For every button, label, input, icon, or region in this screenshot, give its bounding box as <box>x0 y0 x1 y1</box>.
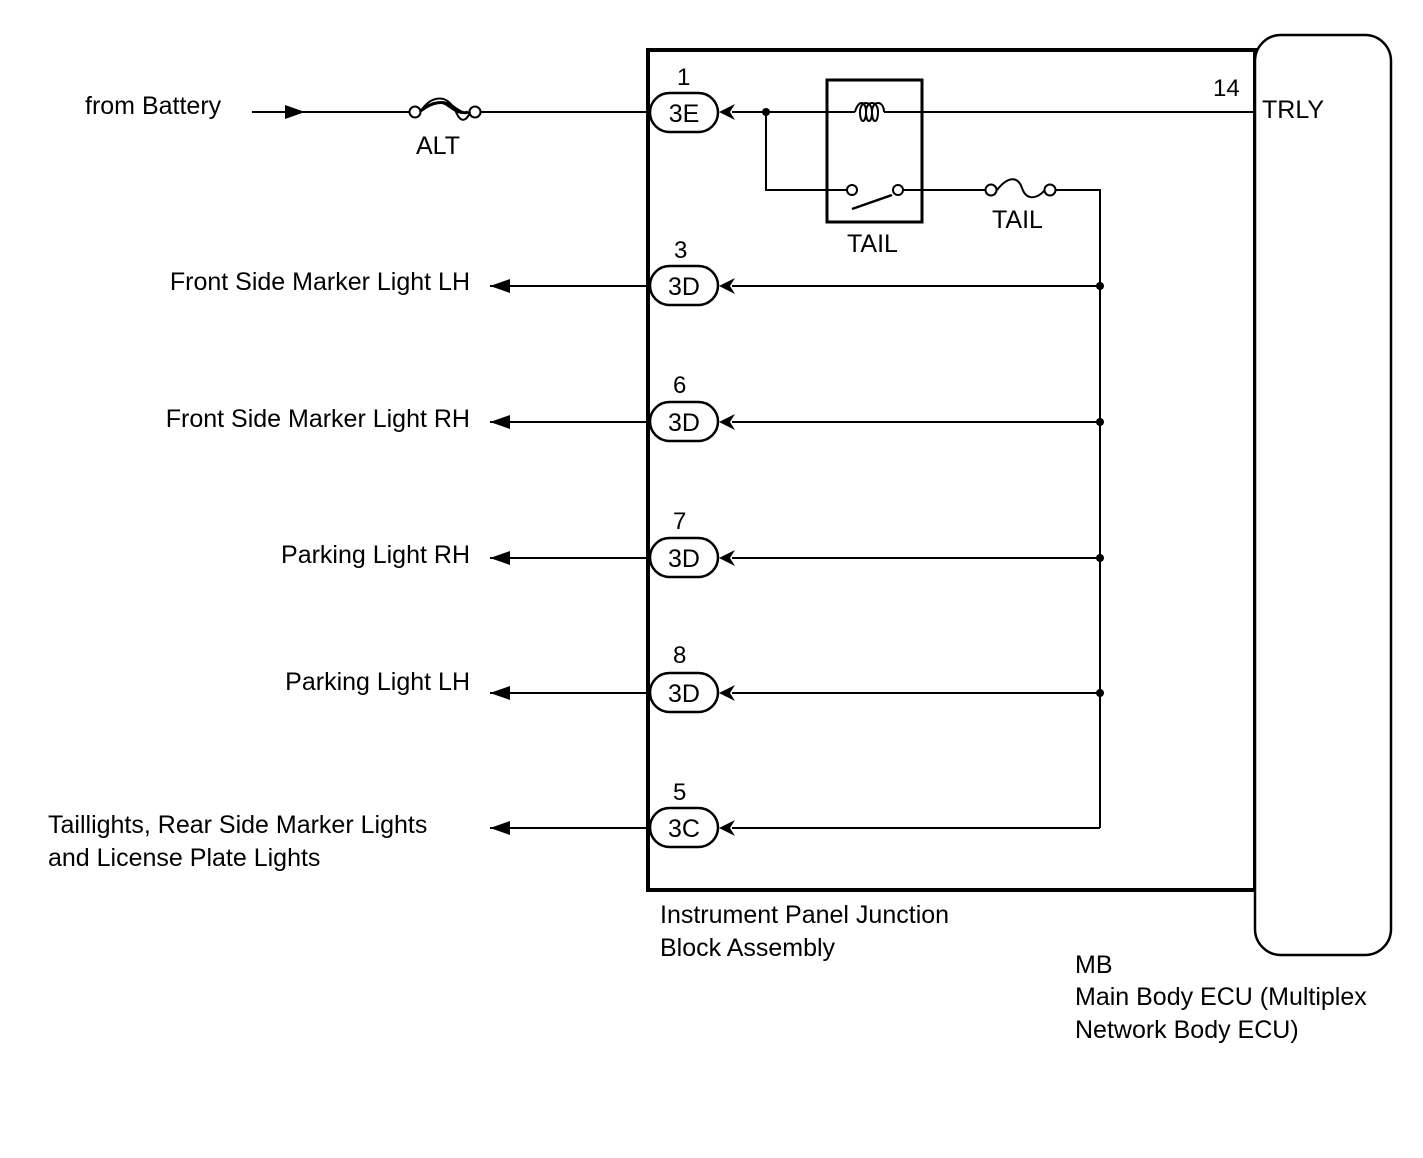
junction-block-outline <box>646 48 1257 892</box>
source-label: from Battery <box>85 92 222 120</box>
connector-3e-terminal <box>719 104 735 120</box>
connector-3e <box>648 91 720 134</box>
pin-8-label: 8 <box>673 642 686 669</box>
pin-1-label: 1 <box>677 64 690 91</box>
output-label: Parking Light RH <box>281 541 470 569</box>
svg-text:3D: 3D <box>668 273 700 301</box>
svg-text:3C: 3C <box>668 815 700 843</box>
tail-bus-wire <box>1056 189 1101 828</box>
pin-14-label: 14 <box>1213 75 1240 102</box>
output-taillights: Taillights, Rear Side Marker Lights and … <box>48 779 1100 872</box>
battery-arrow <box>285 105 305 119</box>
switch-feed-wire <box>765 112 848 191</box>
pin-7-label: 7 <box>673 508 686 535</box>
alt-fuse-label: ALT <box>416 132 460 160</box>
ecu-outline <box>1253 33 1393 957</box>
tail-relay <box>825 78 924 224</box>
svg-text:3D: 3D <box>668 545 700 573</box>
tail-fuse <box>984 178 1057 199</box>
output-label-line2: and License Plate Lights <box>48 844 320 872</box>
relay-coil-icon <box>854 102 885 122</box>
output-label: Parking Light LH <box>285 668 470 696</box>
output-front-side-marker-rh: Front Side Marker Light RH 6 3D <box>166 372 1104 443</box>
output-label: Front Side Marker Light LH <box>170 268 470 296</box>
ecu-label-line2: Network Body ECU) <box>1075 1016 1299 1044</box>
output-front-side-marker-lh: Front Side Marker Light LH 3 3D <box>170 237 1104 307</box>
ecu-label-line1: Main Body ECU (Multiplex <box>1075 983 1367 1011</box>
output-label: Front Side Marker Light RH <box>166 405 470 433</box>
connector-3e-code: 3E <box>669 100 700 128</box>
tail-relay-label: TAIL <box>847 230 898 258</box>
svg-text:3D: 3D <box>668 409 700 437</box>
tail-fuse-label: TAIL <box>992 206 1043 234</box>
pin-6-label: 6 <box>673 372 686 399</box>
junction-block-label-line2: Block Assembly <box>660 934 836 962</box>
relay-switch-icon <box>846 184 904 211</box>
output-parking-light-lh: Parking Light LH 8 3D <box>285 642 1104 714</box>
alt-fuse <box>408 97 482 121</box>
pin-3-label: 3 <box>674 237 687 264</box>
pin-5-label: 5 <box>673 779 686 806</box>
output-parking-light-rh: Parking Light RH 7 3D <box>281 508 1104 579</box>
svg-text:3D: 3D <box>668 680 700 708</box>
trly-label: TRLY <box>1262 96 1324 124</box>
junction-block-label-line1: Instrument Panel Junction <box>660 901 949 929</box>
output-label: Taillights, Rear Side Marker Lights <box>48 811 427 839</box>
ecu-code-label: MB <box>1075 951 1113 979</box>
